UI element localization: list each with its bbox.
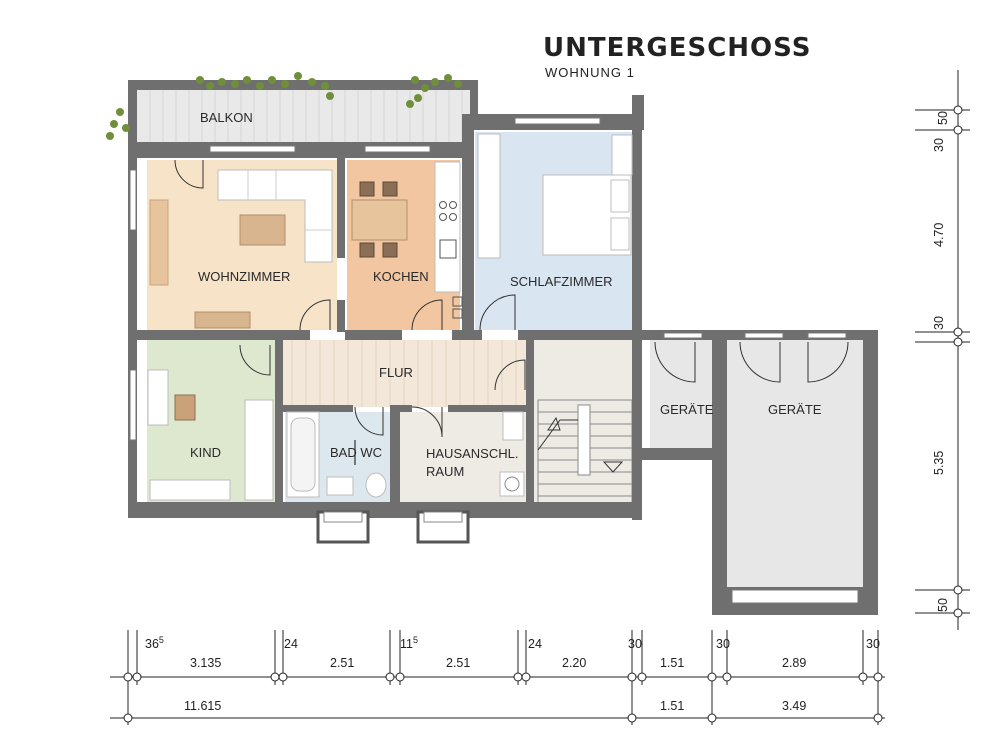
door-swing (654, 341, 696, 383)
dim-span-1: 3.135 (190, 656, 221, 670)
dim-right-6: 50 (936, 598, 950, 612)
geraete-large-window-1 (744, 332, 784, 339)
dim-right-5: 5.35 (932, 451, 946, 475)
geraete-large-label: GERÄTE (768, 402, 822, 417)
dim-span-6: 2.89 (782, 656, 806, 670)
dim-wall-1: 365 (145, 635, 164, 651)
child-bed (244, 399, 274, 501)
door-swing (411, 406, 443, 438)
dim-right-4: 30 (932, 316, 946, 330)
dim-wall-7: 30 (866, 637, 880, 651)
coffee-table (239, 214, 286, 246)
schlafzimmer-label: SCHLAFZIMMER (510, 274, 613, 289)
chair (382, 242, 398, 258)
kitchen-counter (434, 161, 461, 293)
dim-wall-4: 24 (528, 637, 542, 651)
stair-treads (537, 399, 633, 511)
sink-icon (439, 239, 457, 259)
dim-right-1: 50 (936, 111, 950, 125)
door-swing (739, 341, 781, 383)
bad-wc-label: BAD WC (330, 445, 382, 460)
washbasin (326, 476, 354, 496)
door-swing (411, 299, 443, 331)
washing-machine (499, 471, 525, 497)
tv-bench (194, 311, 251, 329)
door-swing (174, 159, 204, 189)
toilet (365, 472, 387, 498)
geraete-large-window-2 (807, 332, 847, 339)
door-swings (174, 159, 849, 438)
chair (382, 181, 398, 197)
flur-planks (291, 340, 517, 407)
dim-span-4: 2.20 (562, 656, 586, 670)
wohnzimmer-label: WOHNZIMMER (198, 269, 290, 284)
geraete-door-opening (731, 589, 859, 604)
flur-floor (278, 340, 526, 407)
furniture (147, 133, 633, 501)
dim-wall-2: 24 (284, 637, 298, 651)
wohnzimmer-side-window (129, 169, 137, 231)
balcony-plants (106, 72, 462, 140)
kind-window (129, 369, 137, 441)
right-dimension-chain (915, 70, 970, 630)
page-subtitle: WOHNUNG 1 (545, 65, 635, 80)
door-swing (479, 294, 516, 331)
dim-right-3: 4.70 (932, 223, 946, 247)
windows (129, 117, 847, 544)
geraete-small-floor (650, 340, 712, 448)
door-swing (239, 344, 271, 376)
door-swing (354, 406, 384, 436)
dim-wall-6: 30 (716, 637, 730, 651)
kochen-label: KOCHEN (373, 269, 429, 284)
schlafzimmer-window (514, 117, 601, 125)
chair (359, 242, 375, 258)
dim-total-3: 3.49 (782, 699, 806, 713)
dining-table (351, 199, 408, 241)
dim-total-1: 11.615 (184, 699, 221, 713)
sofa (217, 169, 333, 263)
dim-right-2: 30 (932, 138, 946, 152)
chair (359, 181, 375, 197)
shelf (149, 479, 231, 501)
nightstand (611, 134, 633, 176)
bottom-dimension-chains (110, 630, 885, 725)
geraete-small-label: GERÄTE (660, 402, 714, 417)
flur-label: FLUR (379, 365, 413, 380)
kochen-window (364, 145, 431, 153)
dim-wall-5: 30 (628, 637, 642, 651)
desk (147, 369, 169, 426)
desk-chair (174, 394, 196, 421)
door-swing (299, 299, 331, 331)
dim-span-5: 1.51 (660, 656, 684, 670)
geraete-small-window (663, 332, 703, 339)
geraete-large-floor (727, 340, 863, 587)
wohnzimmer-window (209, 145, 296, 153)
door-swing (494, 359, 526, 391)
kind-label: KIND (190, 445, 221, 460)
sideboard (149, 199, 169, 286)
dim-span-3: 2.51 (446, 656, 470, 670)
door-swing (807, 341, 849, 383)
dim-total-2: 1.51 (660, 699, 684, 713)
balkon-label: BALKON (200, 110, 253, 125)
stove-icon (439, 201, 447, 209)
stair-arrow-down-icon (602, 461, 624, 473)
stair-arrow-up-icon (547, 416, 561, 431)
dim-span-2: 2.51 (330, 656, 354, 670)
hausanschl-label-2: RAUM (426, 464, 464, 479)
utility-cabinet (502, 411, 524, 441)
hausanschl-label: HAUSANSCHL. (426, 446, 518, 461)
dim-wall-3: 115 (400, 635, 418, 651)
page-title: UNTERGESCHOSS (543, 33, 811, 63)
wardrobe (477, 133, 501, 259)
